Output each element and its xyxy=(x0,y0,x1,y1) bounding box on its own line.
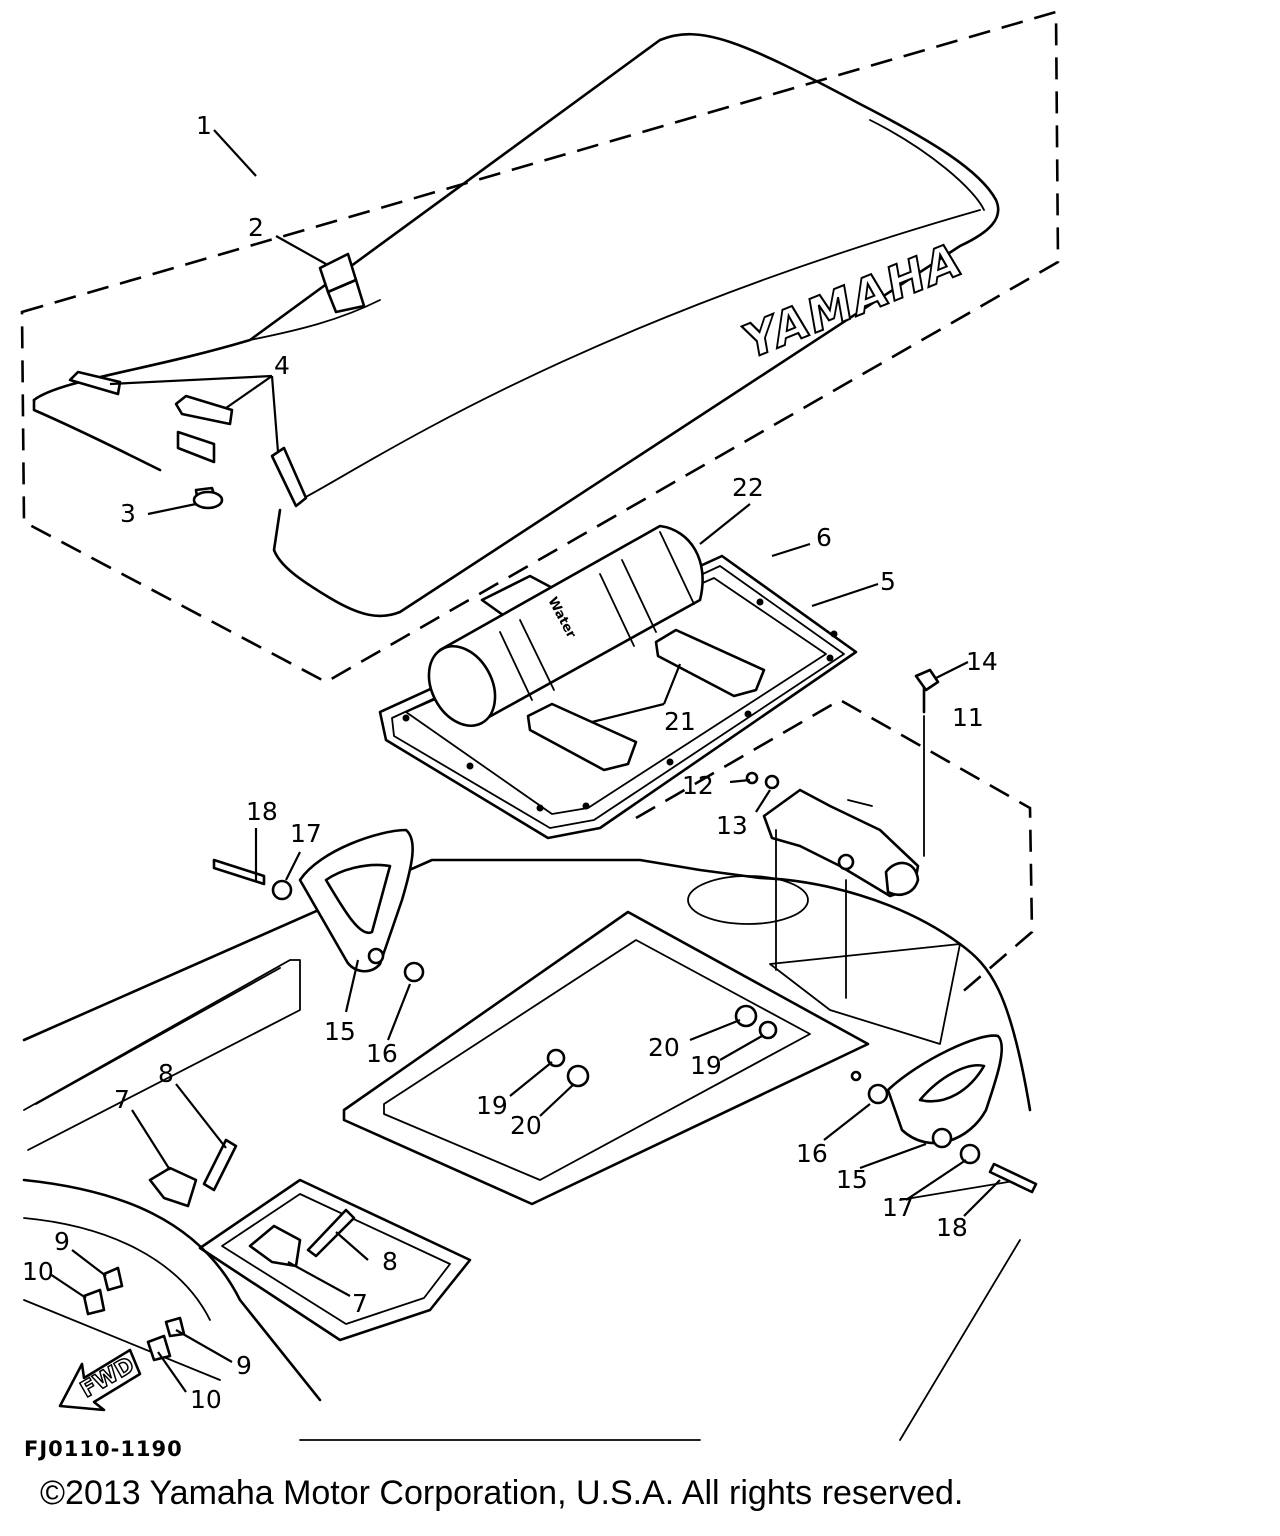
handle-group-box xyxy=(635,698,1034,995)
grip-right-part xyxy=(867,1034,1038,1194)
grip-left-part xyxy=(212,828,425,983)
callout-18a: 18 xyxy=(246,797,278,826)
callout-16b: 16 xyxy=(796,1139,828,1168)
leader-lines xyxy=(49,129,1001,1393)
seat-group-box xyxy=(20,10,1060,684)
copyright-notice: ©2013 Yamaha Motor Corporation, U.S.A. A… xyxy=(40,1474,964,1512)
callout-17a: 17 xyxy=(290,819,322,848)
seat-part: YAMAHA xyxy=(32,33,1000,618)
callout-9b: 9 xyxy=(236,1351,252,1380)
seat-brand-logo: YAMAHA xyxy=(740,230,965,371)
callout-12: 12 xyxy=(682,771,714,800)
callout-2: 2 xyxy=(248,213,264,242)
callout-13: 13 xyxy=(716,811,748,840)
callout-5: 5 xyxy=(880,567,896,596)
callout-17b: 17 xyxy=(882,1193,914,1222)
callout-20a: 20 xyxy=(510,1111,542,1140)
callout-10b: 10 xyxy=(190,1385,222,1414)
callout-8b: 8 xyxy=(382,1247,398,1276)
callout-numbers: 1 2 3 4 5 6 7 7 8 8 9 9 10 10 11 12 13 1… xyxy=(22,111,998,1414)
callout-19a: 19 xyxy=(476,1091,508,1120)
callout-7b: 7 xyxy=(352,1289,368,1318)
callout-8a: 8 xyxy=(158,1059,174,1088)
water-bottle-part: Water xyxy=(427,524,704,727)
callout-4: 4 xyxy=(274,351,290,380)
hull-deck xyxy=(22,858,1032,1441)
storage-tray-part xyxy=(378,554,858,840)
drawing-code: FJ0110-1190 xyxy=(24,1437,183,1461)
nuts-washers xyxy=(546,1004,862,1088)
fwd-arrow-label: FWD xyxy=(77,1353,139,1403)
callout-3: 3 xyxy=(120,499,136,528)
callout-1: 1 xyxy=(196,111,212,140)
callout-15a: 15 xyxy=(324,1017,356,1046)
callout-15b: 15 xyxy=(836,1165,868,1194)
callout-6: 6 xyxy=(816,523,832,552)
callout-22: 22 xyxy=(732,473,764,502)
callout-19b: 19 xyxy=(690,1051,722,1080)
callout-14: 14 xyxy=(966,647,998,676)
callout-10a: 10 xyxy=(22,1257,54,1286)
grab-handle-part xyxy=(745,668,940,999)
callout-20b: 20 xyxy=(648,1033,680,1062)
callout-18b: 18 xyxy=(936,1213,968,1242)
latches-fasteners xyxy=(82,1138,356,1362)
callout-9a: 9 xyxy=(54,1227,70,1256)
callout-16a: 16 xyxy=(366,1039,398,1068)
callout-7a: 7 xyxy=(114,1085,130,1114)
callout-11: 11 xyxy=(952,703,984,732)
callout-21: 21 xyxy=(664,707,696,736)
fwd-arrow: FWD xyxy=(58,1348,142,1412)
